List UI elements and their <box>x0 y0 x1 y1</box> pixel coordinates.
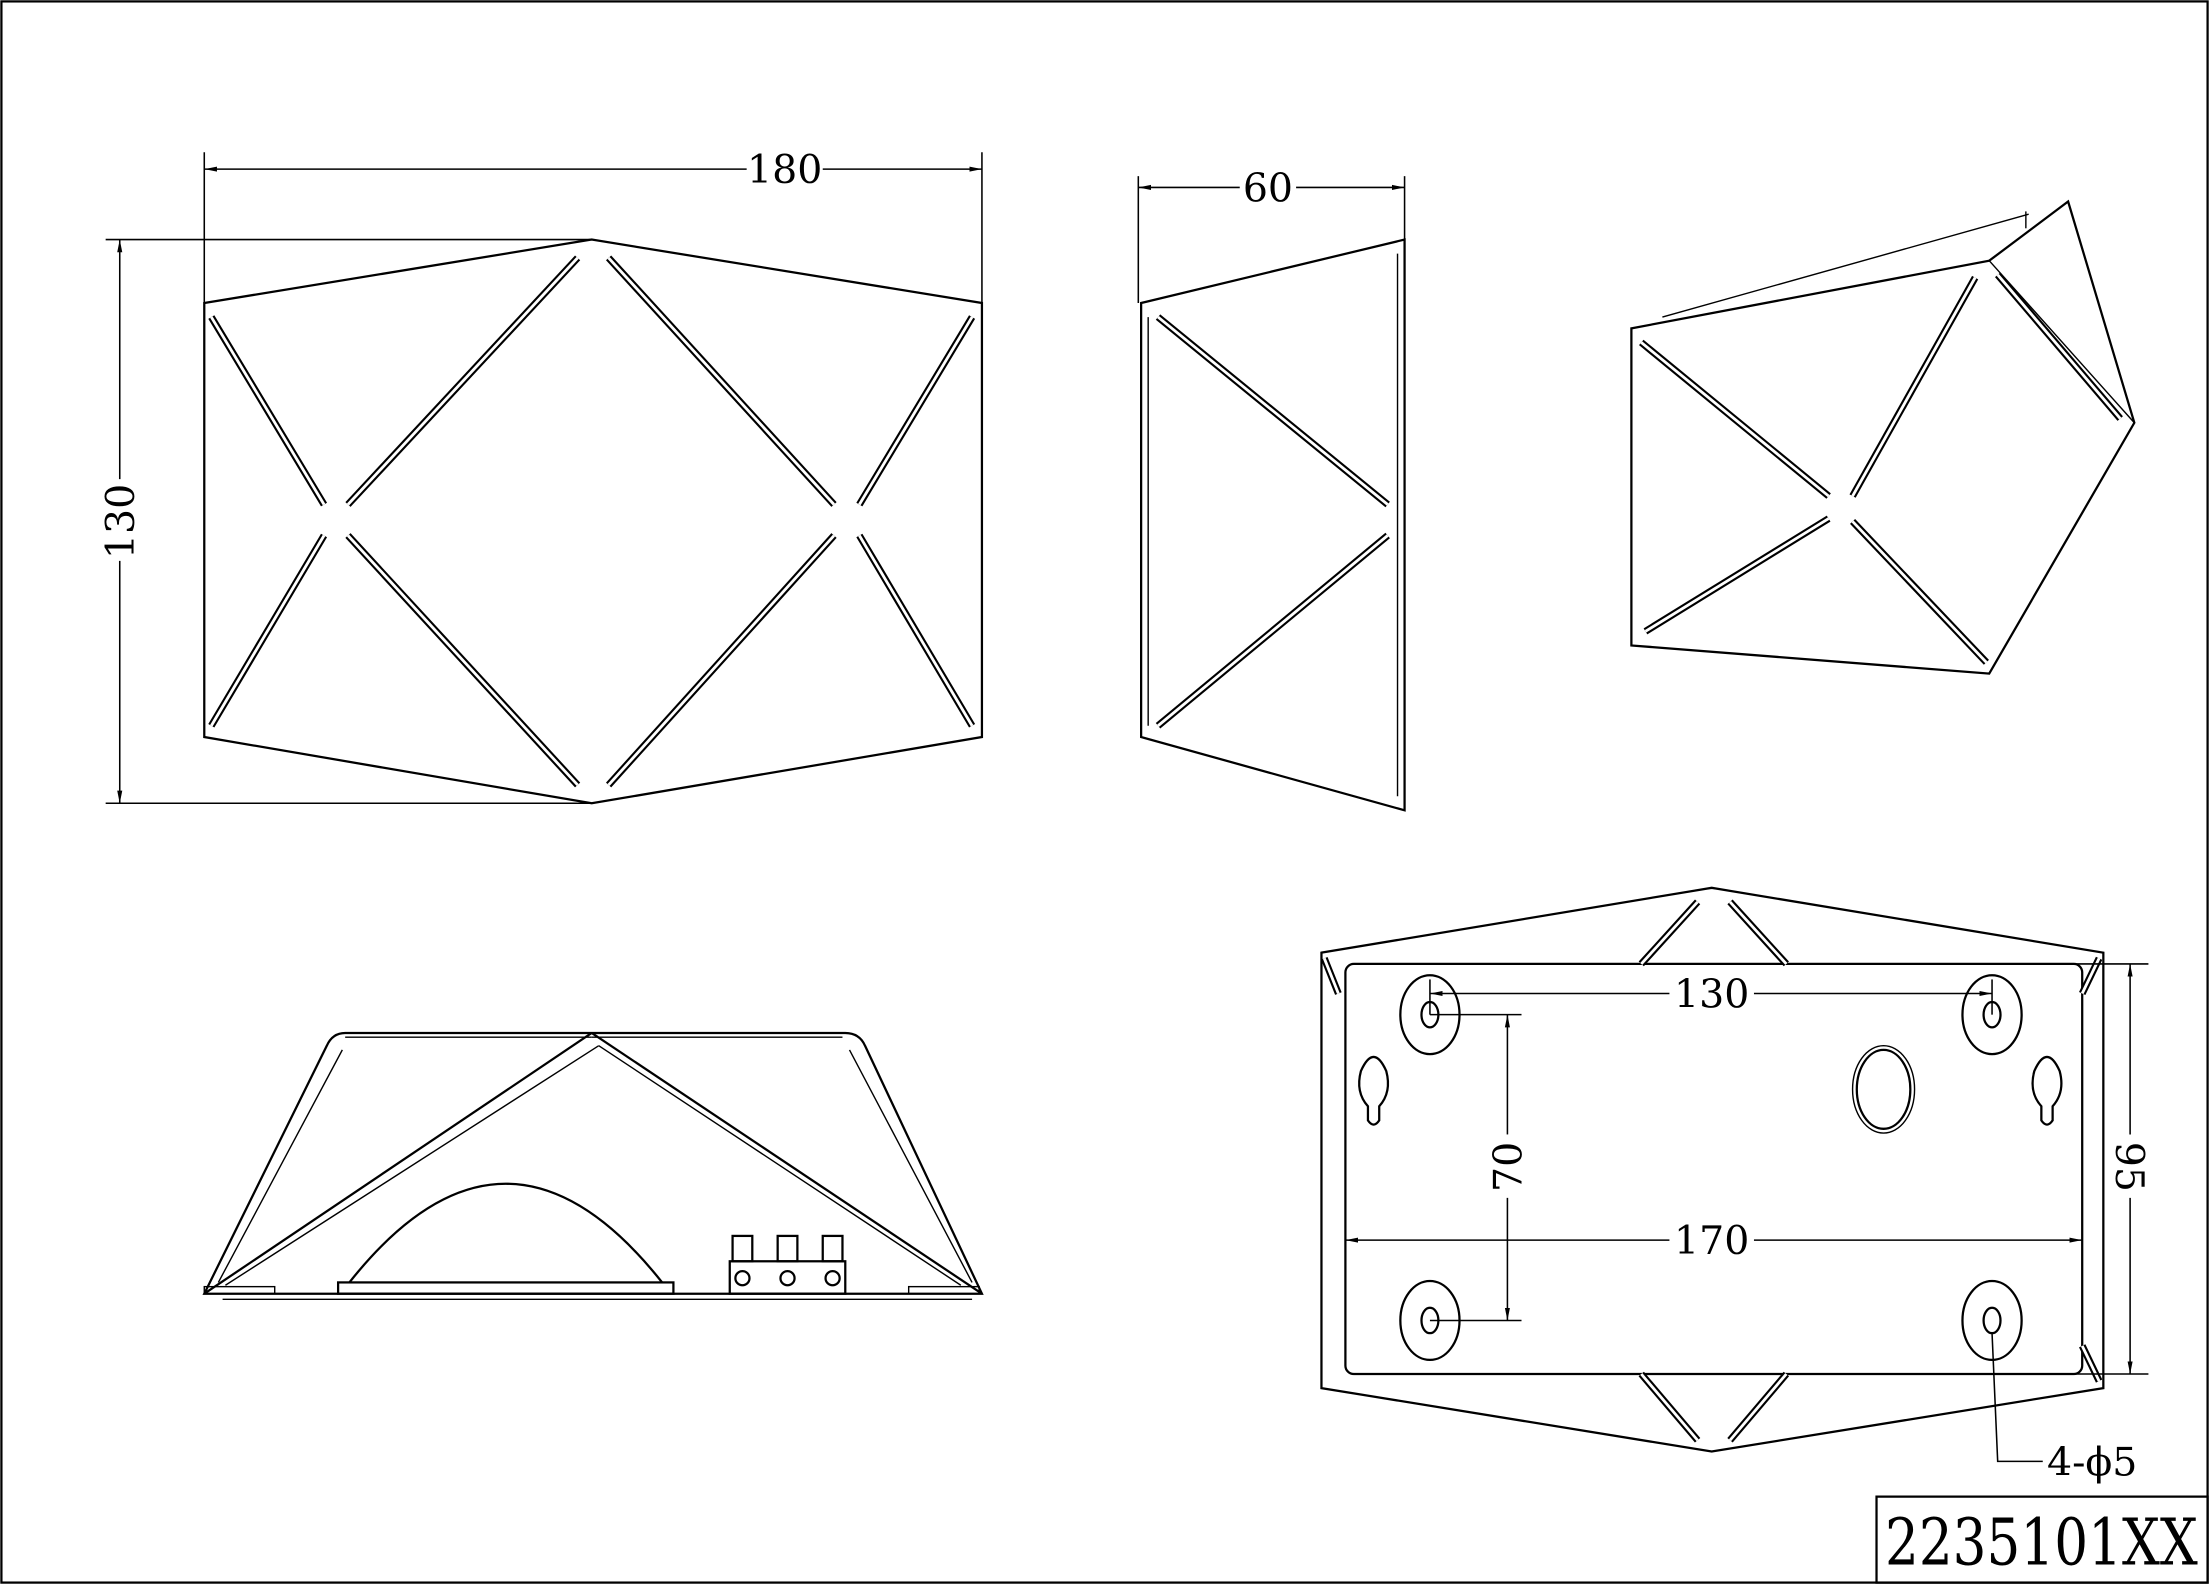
hole-spacing-v-dimension: 70 <box>1429 1013 1532 1322</box>
width-dimension: 180 <box>203 147 983 303</box>
title-block: 2235101XX <box>1875 1495 2209 1584</box>
slot-line <box>346 256 579 506</box>
back-view-slots <box>1321 899 2103 1443</box>
slot-line <box>858 534 974 727</box>
slot-line <box>1640 900 1699 965</box>
hole-callout: 4-ϕ5 <box>1991 1333 2137 1485</box>
diffuser-dome <box>348 1182 664 1284</box>
plate-width-label: 170 <box>1674 1218 1749 1264</box>
depth-dimension: 60 <box>1137 166 1406 303</box>
keyhole-left <box>1358 1055 1390 1126</box>
hole-callout-label: 4-ϕ5 <box>2047 1439 2137 1485</box>
terminal-block <box>728 1234 847 1295</box>
bottom-view <box>202 1031 984 1301</box>
slot-line <box>1728 1373 1788 1442</box>
led-base <box>336 1281 675 1295</box>
hole-spacing-v-label: 70 <box>1486 1142 1532 1192</box>
height-dimension: 130 <box>98 238 592 805</box>
slot-line <box>1640 341 1830 498</box>
slot-line <box>346 534 579 786</box>
depth-dimension-label: 60 <box>1243 166 1293 212</box>
slot-line <box>1640 1373 1699 1442</box>
perspective-view-slots <box>1639 272 2123 665</box>
slot-line <box>210 534 326 727</box>
side-view-slots <box>1155 314 1390 729</box>
slot-line <box>1157 534 1389 727</box>
height-dimension-label: 130 <box>98 484 144 559</box>
slot-line <box>1322 957 1340 995</box>
hole-spacing-h-dimension: 130 <box>1429 972 1993 1018</box>
slot-line <box>1996 273 2122 420</box>
part-number: 2235101XX <box>1885 1505 2198 1580</box>
keyhole-right <box>2031 1055 2063 1126</box>
front-view: 180 130 <box>98 147 984 805</box>
slot-line <box>858 316 974 506</box>
slot-line <box>2080 1345 2101 1382</box>
slot-line <box>1851 520 1988 664</box>
slot-line <box>210 316 326 506</box>
slot-line <box>1851 276 1977 497</box>
plate-height-label: 95 <box>2106 1142 2152 1192</box>
cable-entry-hole <box>1855 1048 1912 1130</box>
hole-spacing-h-label: 130 <box>1674 972 1749 1018</box>
mounting-plate <box>1344 962 2084 1376</box>
width-dimension-label: 180 <box>747 147 822 193</box>
plate-width-dimension: 170 <box>1345 1218 2083 1264</box>
slot-line <box>1728 900 1788 965</box>
slot-line <box>1157 315 1389 506</box>
plate-height-dimension: 95 <box>2070 963 2152 1375</box>
back-view: 130 70 170 95 4-ϕ5 <box>1320 886 2152 1485</box>
front-view-slots <box>208 255 976 788</box>
perspective-view <box>1630 199 2136 675</box>
side-view: 60 <box>1137 166 1406 812</box>
slot-line <box>607 256 836 506</box>
slot-line <box>607 534 836 786</box>
slot-line <box>1644 517 1830 633</box>
